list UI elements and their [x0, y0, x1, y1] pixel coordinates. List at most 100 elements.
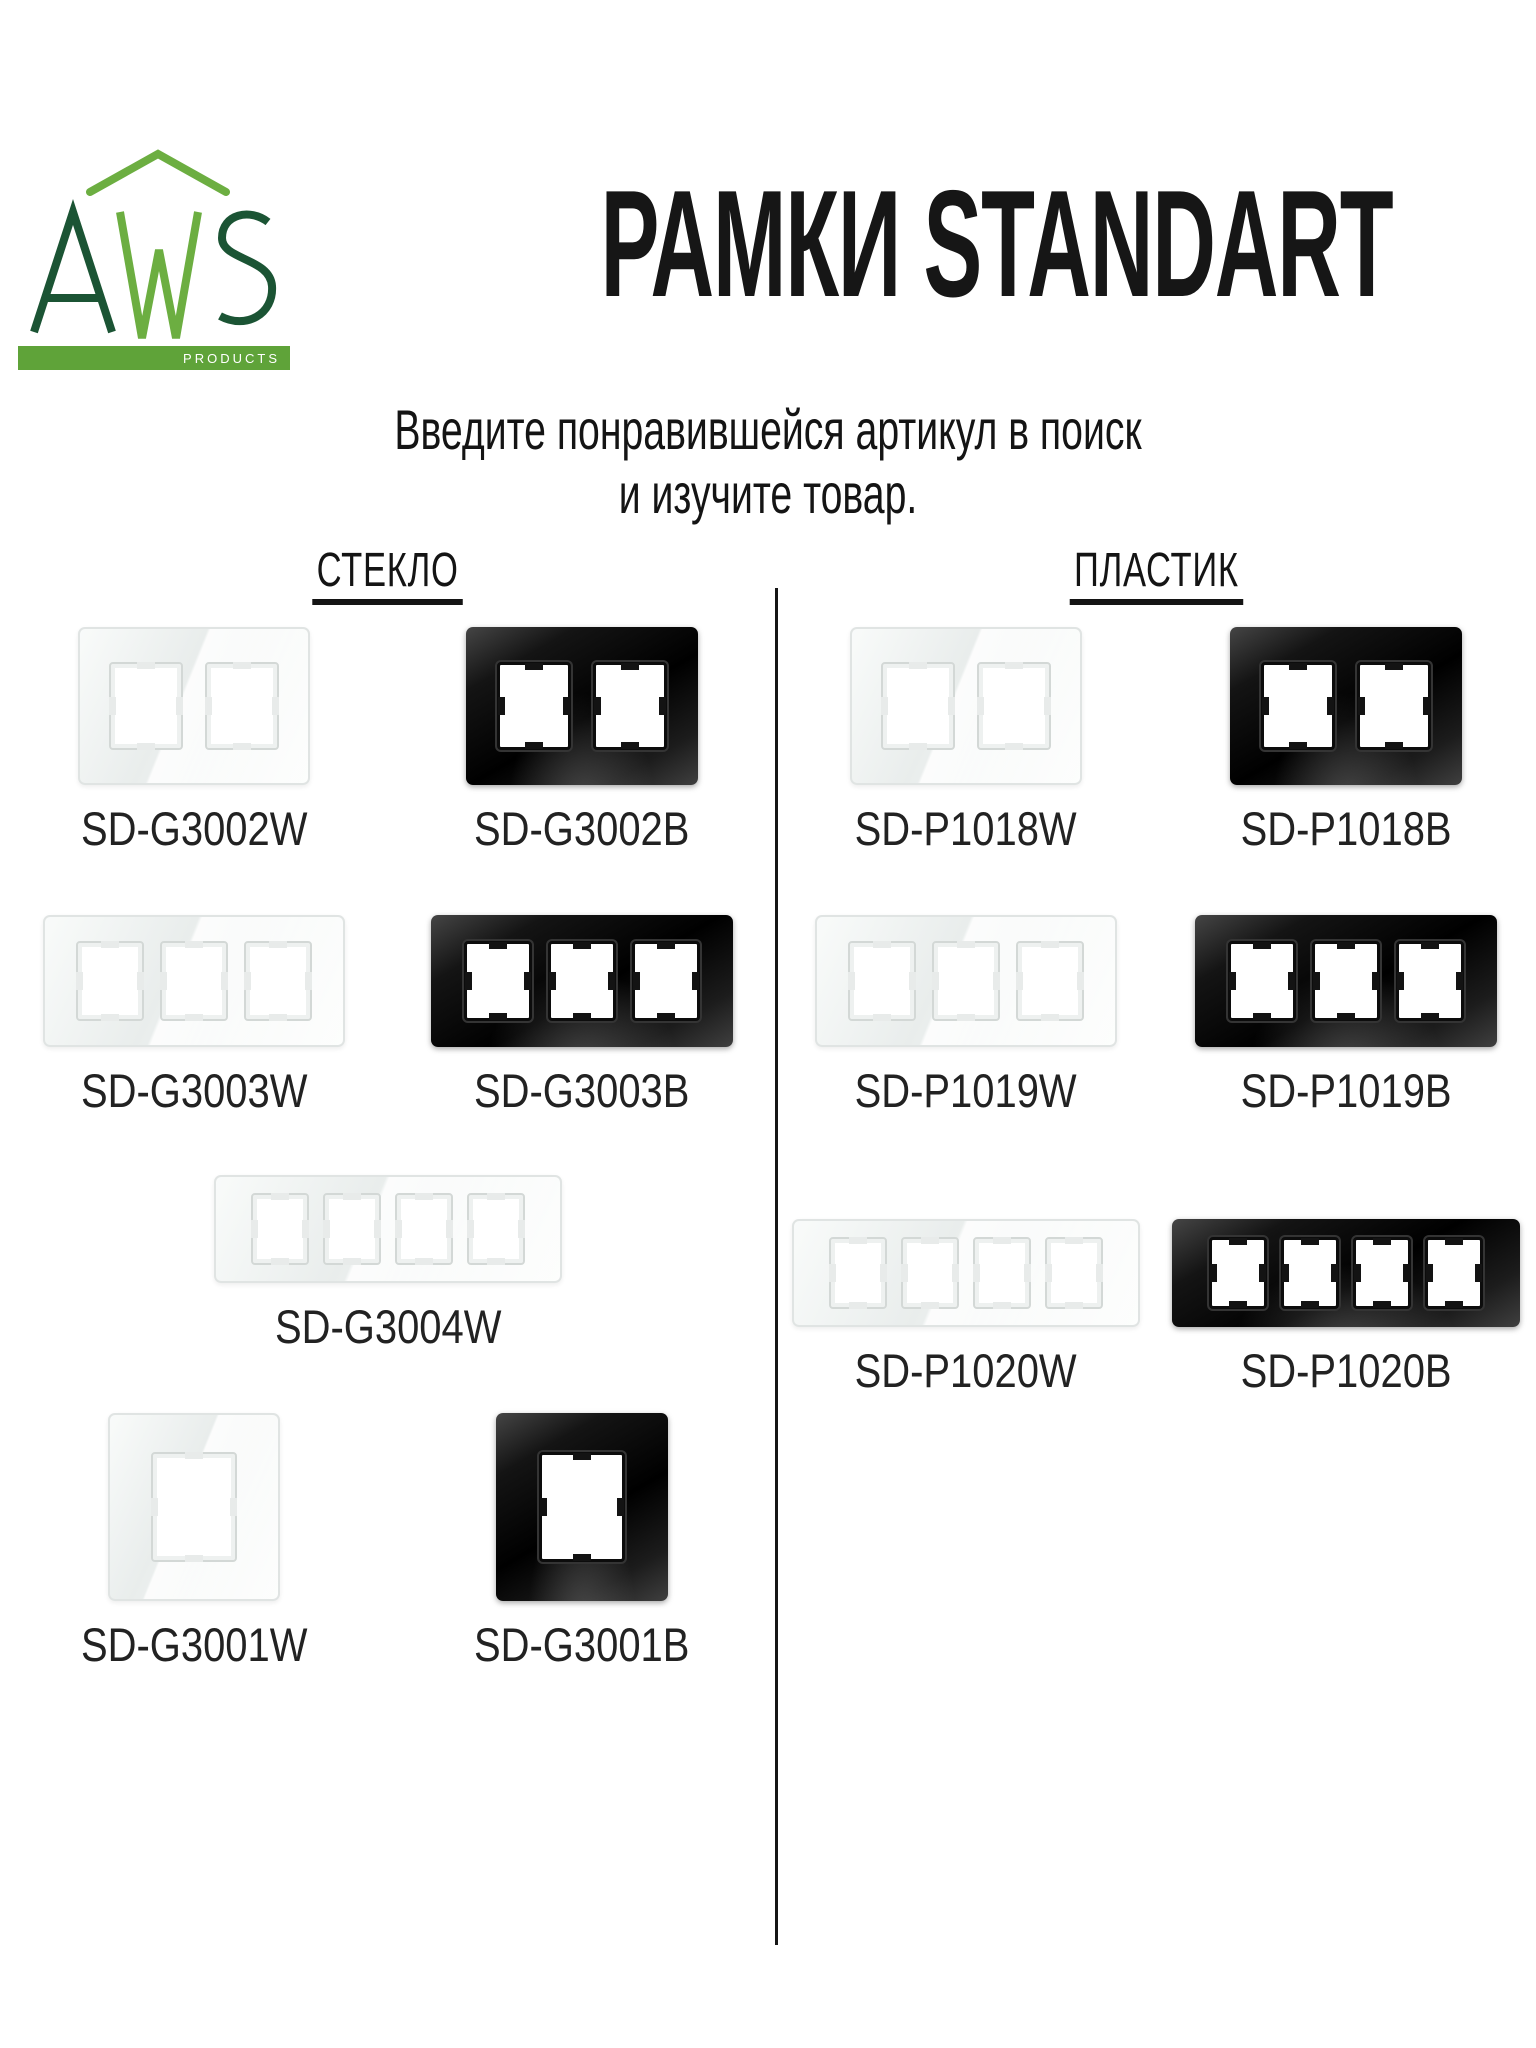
product-row: SD-G3001W SD-G3001B	[0, 1350, 776, 1668]
window-notch	[185, 1014, 203, 1021]
column-header-glass: СТЕКЛО	[0, 545, 776, 606]
window-notch	[1229, 1238, 1247, 1245]
window-notch	[271, 1258, 289, 1265]
product-image-SD-G3003W	[43, 915, 345, 1047]
window-notch	[487, 1193, 505, 1200]
window-notch	[151, 1498, 158, 1516]
window-notch	[608, 972, 615, 990]
product-row: SD-P1019W SD-P1019B	[776, 852, 1536, 1114]
product-sku: SD-G3003B	[474, 1064, 690, 1117]
window-notch	[1005, 662, 1023, 669]
product-cell: SD-P1020W	[776, 1219, 1156, 1394]
window-notch	[594, 697, 601, 715]
window-notch	[269, 941, 287, 948]
window-notch	[1253, 942, 1271, 949]
window-notch	[1426, 1264, 1433, 1282]
window-notch	[415, 1258, 433, 1265]
window-notch	[395, 1220, 402, 1238]
window-notch	[849, 1237, 867, 1244]
product-sku: SD-P1018W	[854, 802, 1078, 855]
product-sku: SD-G3002B	[474, 802, 690, 855]
frame-window	[1353, 1237, 1411, 1309]
product-image-SD-P1020B	[1172, 1219, 1520, 1327]
window-notch	[233, 662, 251, 669]
window-notch	[137, 972, 144, 990]
product-cell: SD-G3001B	[388, 1413, 776, 1668]
frame-window	[1357, 662, 1431, 750]
window-notch	[185, 941, 203, 948]
product-row: SD-G3003W SD-G3003B	[0, 852, 776, 1114]
product-row: SD-P1018W SD-P1018B	[776, 600, 1536, 852]
window-notch	[487, 1258, 505, 1265]
logo-letter-s	[217, 210, 277, 325]
frame-window	[251, 1193, 309, 1265]
window-notch	[302, 1220, 309, 1238]
window-notch	[1327, 697, 1334, 715]
window-notch	[909, 743, 927, 750]
product-image-SD-G3001B	[496, 1413, 668, 1601]
product-cell: SD-G3003W	[0, 915, 388, 1114]
frame-window	[932, 941, 1000, 1021]
window-notch	[137, 662, 155, 669]
product-sku: SD-G3001W	[80, 1618, 308, 1671]
window-notch	[849, 1302, 867, 1309]
frame-window	[973, 1237, 1031, 1309]
product-image-SD-P1018B	[1230, 627, 1462, 785]
window-notch	[921, 1302, 939, 1309]
window-notch	[446, 1220, 453, 1238]
product-image-SD-G3002W	[78, 627, 310, 785]
frame-window	[1045, 1237, 1103, 1309]
product-cell: SD-P1019B	[1156, 915, 1536, 1114]
frame-window	[395, 1193, 453, 1265]
product-sku: SD-G3003W	[80, 1064, 308, 1117]
product-image-SD-P1018W	[850, 627, 1082, 785]
window-notch	[244, 972, 251, 990]
frame-window	[1016, 941, 1084, 1021]
frame-window	[593, 662, 667, 750]
window-notch	[633, 972, 640, 990]
window-notch	[1041, 1014, 1059, 1021]
window-notch	[323, 1220, 330, 1238]
aws-logo: PRODUCTS	[18, 100, 290, 370]
window-notch	[1456, 972, 1463, 990]
product-image-SD-P1019B	[1195, 915, 1497, 1047]
window-notch	[101, 941, 119, 948]
window-notch	[993, 1237, 1011, 1244]
window-notch	[1229, 1301, 1247, 1308]
product-cell: SD-P1018B	[1156, 627, 1536, 852]
product-cell: SD-G3003B	[388, 915, 776, 1114]
window-notch	[659, 697, 666, 715]
window-notch	[251, 1220, 258, 1238]
frame-window	[539, 1452, 625, 1562]
window-notch	[1372, 972, 1379, 990]
product-sku: SD-P1019W	[854, 1064, 1078, 1117]
window-notch	[952, 1264, 959, 1282]
column-header-glass-label: СТЕКЛО	[312, 545, 464, 606]
frame-window	[160, 941, 228, 1021]
frame-window	[109, 662, 183, 750]
window-notch	[993, 972, 1000, 990]
window-notch	[305, 972, 312, 990]
product-sku: SD-P1020W	[854, 1344, 1078, 1397]
window-notch	[573, 1453, 591, 1460]
window-notch	[525, 742, 543, 749]
window-notch	[1016, 972, 1023, 990]
window-notch	[1253, 1013, 1271, 1020]
window-notch	[1313, 972, 1320, 990]
window-notch	[101, 1014, 119, 1021]
product-row: SD-G3004W	[0, 1114, 776, 1350]
window-notch	[271, 1193, 289, 1200]
frame-window	[881, 662, 955, 750]
frame-window	[205, 662, 279, 750]
window-notch	[1403, 1264, 1410, 1282]
window-notch	[1397, 972, 1404, 990]
frame-window	[848, 941, 916, 1021]
window-notch	[1288, 972, 1295, 990]
frame-window	[829, 1237, 887, 1309]
window-notch	[1044, 697, 1051, 715]
subtitle-line-2: и изучите товар.	[618, 461, 918, 525]
frame-window	[1396, 941, 1464, 1021]
product-sku: SD-G3002W	[80, 802, 308, 855]
